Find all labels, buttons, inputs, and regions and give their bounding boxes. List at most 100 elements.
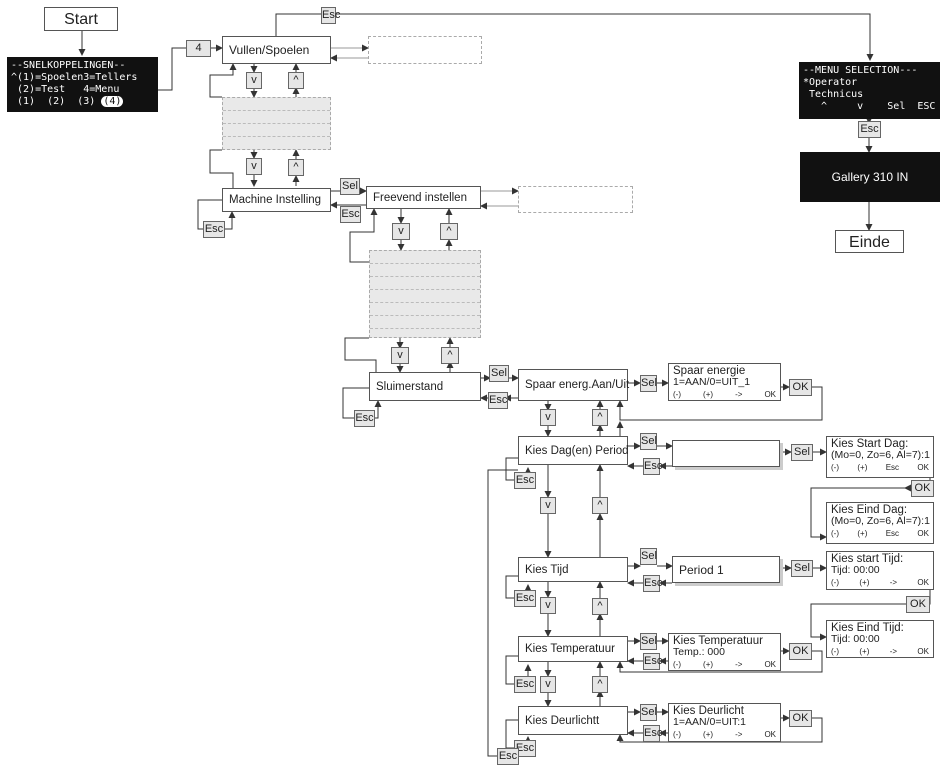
esc-key[interactable]: Esc (354, 410, 375, 427)
screen-value: Tijd: 00:00 (831, 564, 880, 576)
down-key[interactable]: v (540, 497, 556, 514)
key-label: (+) (859, 578, 870, 587)
sel-key[interactable]: Sel (640, 633, 657, 650)
start-node: Start (44, 7, 118, 31)
key-label: (+) (859, 647, 870, 656)
esc-key[interactable]: Esc (643, 458, 662, 475)
down-key[interactable]: v (540, 597, 556, 614)
lcd-menu-selection: --MENU SELECTION--- *Operator Technicus … (799, 62, 940, 119)
sel-key[interactable]: Sel (640, 433, 657, 450)
key-4[interactable]: 4 (186, 40, 211, 57)
screen-title: Kies Eind Tijd: (831, 622, 904, 634)
up-key[interactable]: ^ (441, 347, 459, 364)
up-key[interactable]: ^ (440, 223, 458, 240)
menu-kies-dag[interactable]: Kies Dag(en) Period (518, 436, 629, 465)
esc-key[interactable]: Esc (497, 748, 519, 765)
sel-key[interactable]: Sel (640, 704, 657, 721)
menu-sluimerstand[interactable]: Sluimerstand (369, 372, 481, 401)
esc-key-top[interactable]: Esc (321, 7, 340, 24)
ok-key[interactable]: OK (789, 710, 812, 727)
menu-stack-2 (369, 250, 481, 338)
down-key[interactable]: v (540, 409, 556, 426)
lcd-menu-line2: Technicus (803, 89, 864, 100)
key-label: -> (735, 660, 743, 669)
ok-key[interactable]: OK (789, 379, 812, 396)
menu-freevend-instellen[interactable]: Freevend instellen (366, 186, 481, 209)
screen-value: Temp.: 000 (673, 646, 725, 658)
up-key[interactable]: ^ (288, 159, 304, 176)
esc-key[interactable]: Esc (514, 472, 536, 489)
esc-key[interactable]: Esc (643, 725, 662, 742)
esc-key[interactable]: Esc (203, 221, 225, 238)
esc-key[interactable]: Esc (514, 676, 536, 693)
placeholder-screen (518, 186, 633, 213)
up-key[interactable]: ^ (592, 409, 608, 426)
menu-spaar-energie[interactable]: Spaar energ.Aan/Uit (518, 369, 629, 401)
screen-value: (Mo=0, Zo=6, Al=7):1 (831, 449, 930, 461)
lcd-menu-line1: *Operator (803, 77, 858, 88)
esc-key[interactable]: Esc (514, 590, 536, 607)
screen-title: Kies Start Dag: (831, 438, 909, 450)
esc-key[interactable]: Esc (643, 575, 662, 592)
lcd-menu-line3: ^ v Sel ESC (803, 101, 936, 112)
menu-kies-tijd[interactable]: Kies Tijd (518, 557, 628, 582)
dag-placeholder-screen (672, 440, 780, 467)
up-key[interactable]: ^ (592, 497, 608, 514)
down-key[interactable]: v (540, 676, 556, 693)
esc-key[interactable]: Esc (488, 392, 508, 409)
gallery-screen: Gallery 310 IN (800, 152, 940, 202)
key-label: (+) (857, 463, 868, 472)
sel-key[interactable]: Sel (340, 178, 360, 195)
down-key[interactable]: v (246, 158, 262, 175)
key-label: OK (764, 660, 776, 669)
key-label: (-) (831, 578, 839, 587)
sel-key[interactable]: Sel (489, 365, 509, 382)
key-label: (-) (831, 463, 839, 472)
screen-value: 1=AAN/0=UIT_1 (673, 376, 751, 388)
sel-key[interactable]: Sel (791, 560, 813, 577)
key-label: (-) (673, 390, 681, 399)
up-key[interactable]: ^ (288, 72, 304, 89)
sel-key[interactable]: Sel (791, 444, 813, 461)
screen-keys: (-)(+)->OK (831, 577, 929, 588)
screen-eind-tijd: Kies Eind Tijd: Tijd: 00:00 (-)(+)->OK (826, 620, 934, 658)
einde-node: Einde (835, 230, 904, 253)
key-label: (+) (857, 529, 868, 538)
menu-kies-deurlicht[interactable]: Kies Deurlichtt (518, 706, 628, 735)
esc-key[interactable]: Esc (858, 121, 881, 138)
sel-key[interactable]: Sel (640, 548, 657, 565)
down-key[interactable]: v (246, 72, 262, 89)
placeholder-screen (368, 36, 482, 64)
menu-machine-instelling[interactable]: Machine Instelling (222, 188, 331, 212)
lcd-snel-line1: ^(1)=Spoelen3=Tellers (11, 72, 138, 83)
esc-key[interactable]: Esc (643, 653, 662, 670)
screen-temperatuur: Kies Temperatuur Temp.: 000 (-) (+) -> OK (668, 633, 781, 671)
up-key[interactable]: ^ (592, 598, 608, 615)
key-label: Esc (885, 529, 900, 538)
menu-kies-temperatuur[interactable]: Kies Temperatuur (518, 636, 628, 662)
ok-key[interactable]: OK (911, 480, 934, 497)
up-key[interactable]: ^ (592, 676, 608, 693)
down-key[interactable]: v (392, 223, 410, 240)
key-label: OK (917, 647, 929, 656)
esc-key[interactable]: Esc (340, 206, 361, 223)
sel-key[interactable]: Sel (640, 375, 657, 392)
screen-title: Kies Temperatuur (673, 635, 763, 647)
ok-key[interactable]: OK (906, 596, 930, 613)
down-key[interactable]: v (391, 347, 409, 364)
key-label: OK (764, 730, 776, 739)
screen-value: (Mo=0, Zo=6, Al=7):1 (831, 515, 930, 527)
key-label: (+) (703, 730, 714, 739)
key-label: Esc (885, 463, 900, 472)
menu-vullen-spoelen[interactable]: Vullen/Spoelen (222, 36, 331, 64)
menu-stack-1 (222, 97, 331, 150)
key-label: (-) (831, 529, 839, 538)
key-label: OK (917, 578, 929, 587)
lcd-menu-title: --MENU SELECTION--- (803, 65, 918, 76)
key-label: (-) (673, 660, 681, 669)
key-label: (+) (703, 660, 714, 669)
ok-key[interactable]: OK (789, 643, 812, 660)
lcd-snel-line2: (2)=Test 4=Menu (11, 84, 120, 95)
screen-value: 1=AAN/0=UIT:1 (673, 716, 746, 728)
